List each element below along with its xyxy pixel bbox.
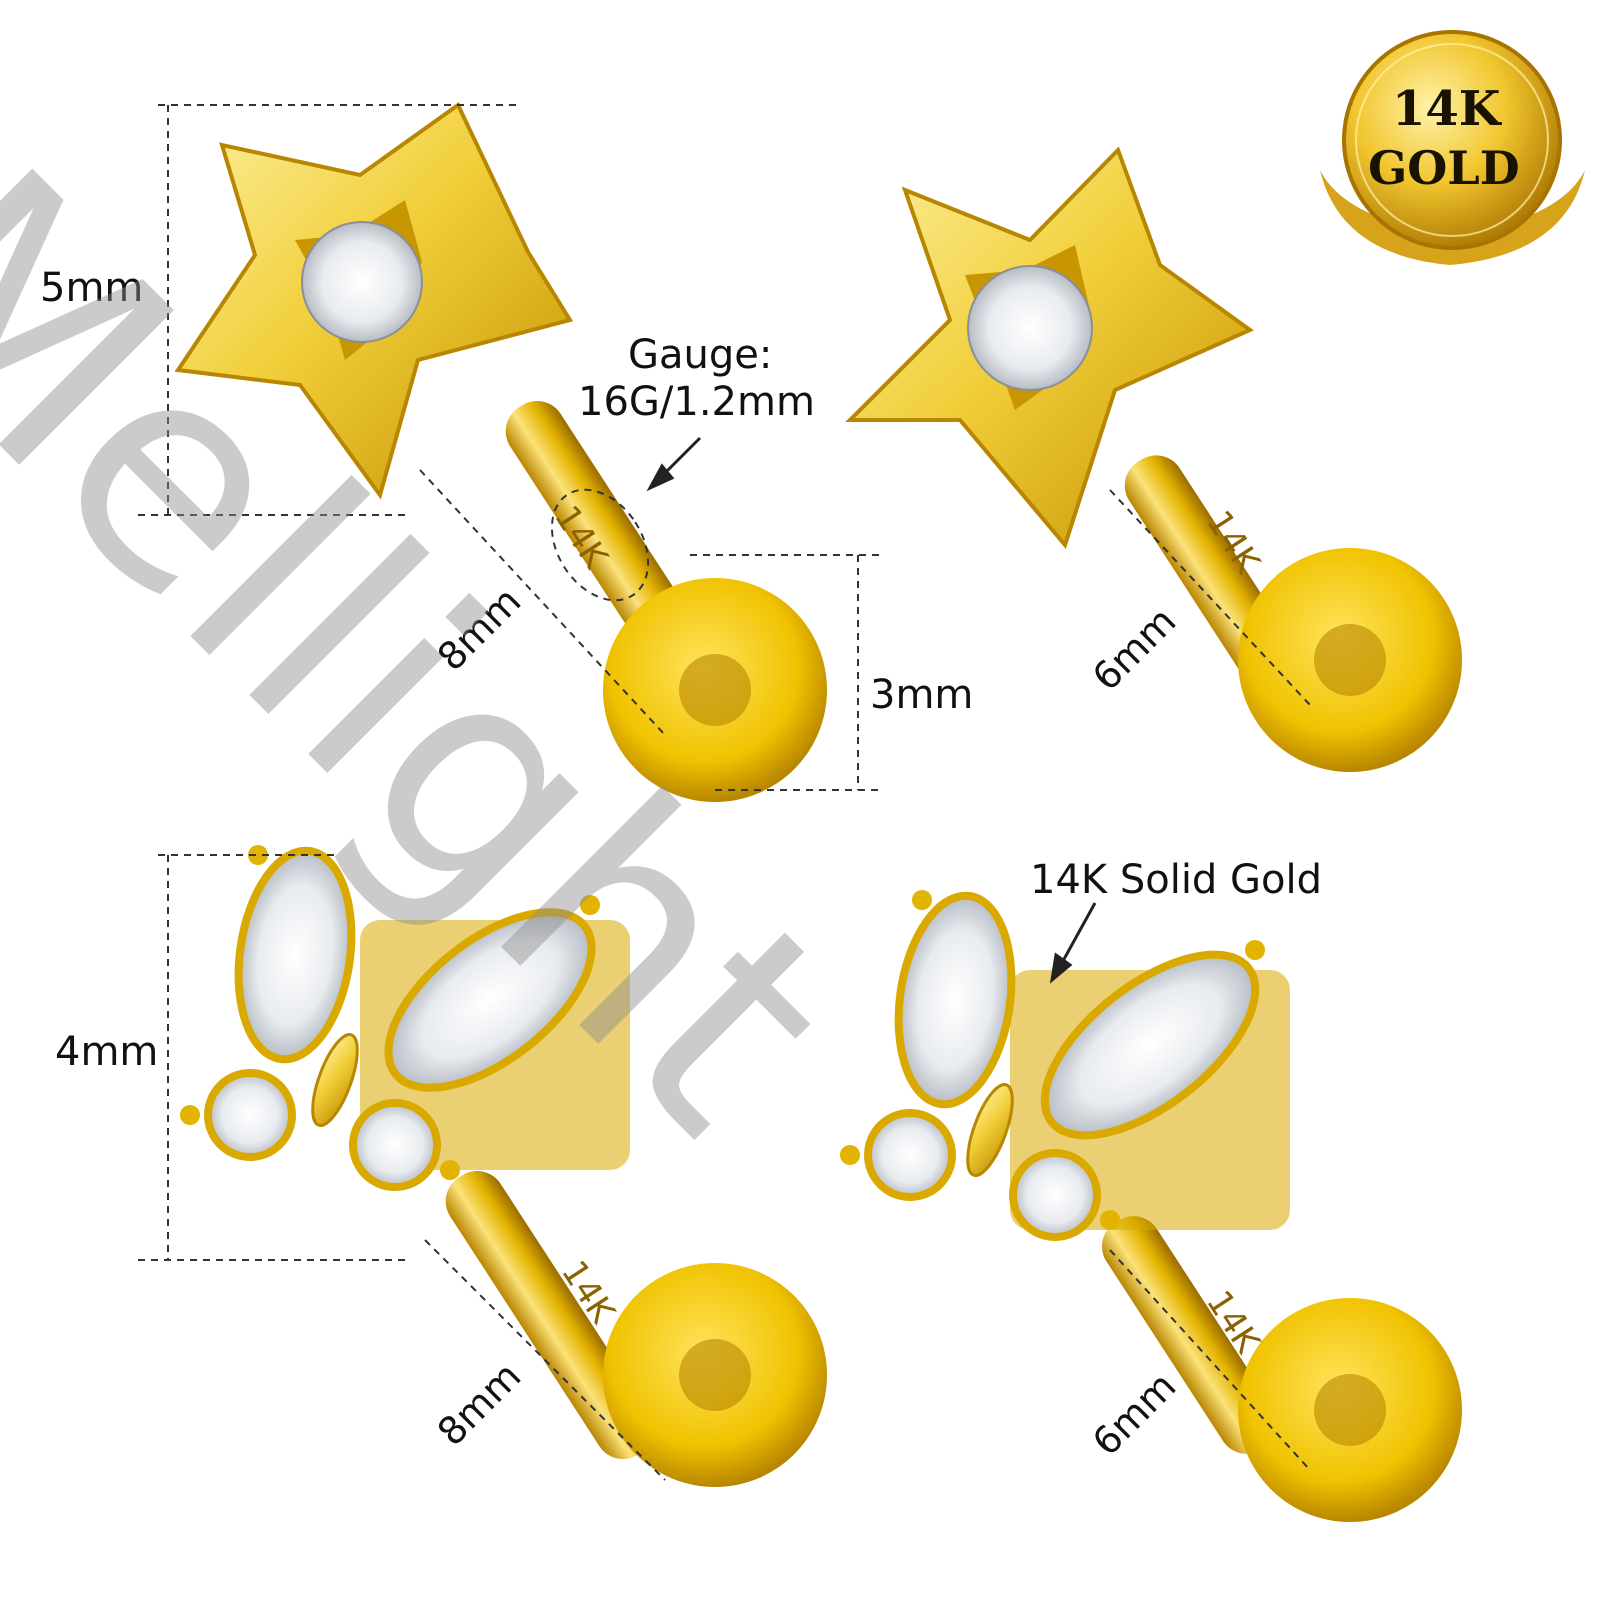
arrow-icon [646, 436, 702, 492]
star1-height-label: 5mm [40, 265, 144, 311]
star-stud-6mm [845, 146, 1462, 772]
solid-gold-label: 14K Solid Gold [1030, 857, 1323, 903]
gauge-value-label: 16G/1.2mm [578, 379, 815, 425]
butterfly-icon [840, 890, 1290, 1241]
star-stud-8mm [174, 101, 827, 802]
badge-line1: 14K [1392, 81, 1501, 137]
gem-icon [967, 265, 1093, 391]
barbell-shaft [1102, 1216, 1278, 1454]
gem-icon [301, 221, 423, 343]
badge-line2: GOLD [1368, 141, 1520, 195]
dimension-lines [138, 104, 1311, 1481]
gold-badge-icon [1320, 30, 1585, 265]
gauge-title-label: Gauge: [628, 332, 773, 378]
butterfly-stud-6mm [840, 890, 1462, 1522]
butterfly-stud-8mm [180, 845, 827, 1487]
butterfly-icon [180, 845, 630, 1191]
arrow-icon [1049, 902, 1097, 984]
barbell-shaft [445, 1171, 655, 1459]
butterfly1-height-label: 4mm [55, 1029, 159, 1075]
disc-size-label: 3mm [870, 672, 974, 718]
